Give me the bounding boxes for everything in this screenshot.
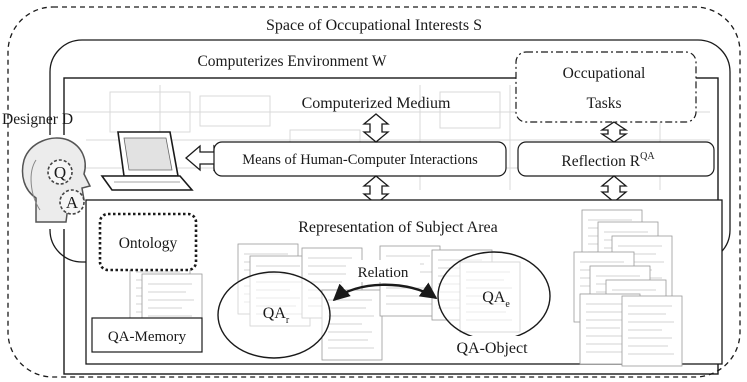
head-a-letter: A <box>66 193 79 212</box>
relation-label: Relation <box>358 265 409 281</box>
qa-r-label: QAr <box>263 305 290 326</box>
hci-label: Means of Human-Computer Interactions <box>242 152 478 168</box>
hci-box <box>213 141 507 177</box>
tasks-box <box>515 51 697 123</box>
relation-arrow <box>332 282 438 302</box>
qa-memory-box <box>91 317 203 353</box>
reflection-box <box>517 141 715 177</box>
space-title: Space of Occupational Interests S <box>266 17 482 34</box>
ontology-box <box>98 212 198 272</box>
double-arrow-icon <box>362 113 629 205</box>
reflection-label: Reflection RQA <box>561 151 655 170</box>
environment-title: Computerizes Environment W <box>197 53 386 70</box>
qa-object-label-bg <box>440 336 544 358</box>
ontology-label: Ontology <box>119 235 178 252</box>
tasks-label-line2: Tasks <box>586 95 621 112</box>
head-q-letter: Q <box>54 163 66 182</box>
subject-area-title: Representation of Subject Area <box>298 219 498 236</box>
tasks-label-line1: Occupational <box>563 65 646 82</box>
qa-r-ellipse <box>217 271 331 359</box>
medium-label: Computerized Medium <box>302 95 451 112</box>
qa-e-label: QAe <box>482 289 510 310</box>
designer-label: Designer D <box>2 111 73 128</box>
relation-label-bg <box>346 260 420 282</box>
qa-memory-label: QA-Memory <box>108 329 187 345</box>
laptop-icon <box>100 131 194 191</box>
gear-icon <box>47 159 85 215</box>
qa-object-label: QA-Object <box>456 340 528 357</box>
